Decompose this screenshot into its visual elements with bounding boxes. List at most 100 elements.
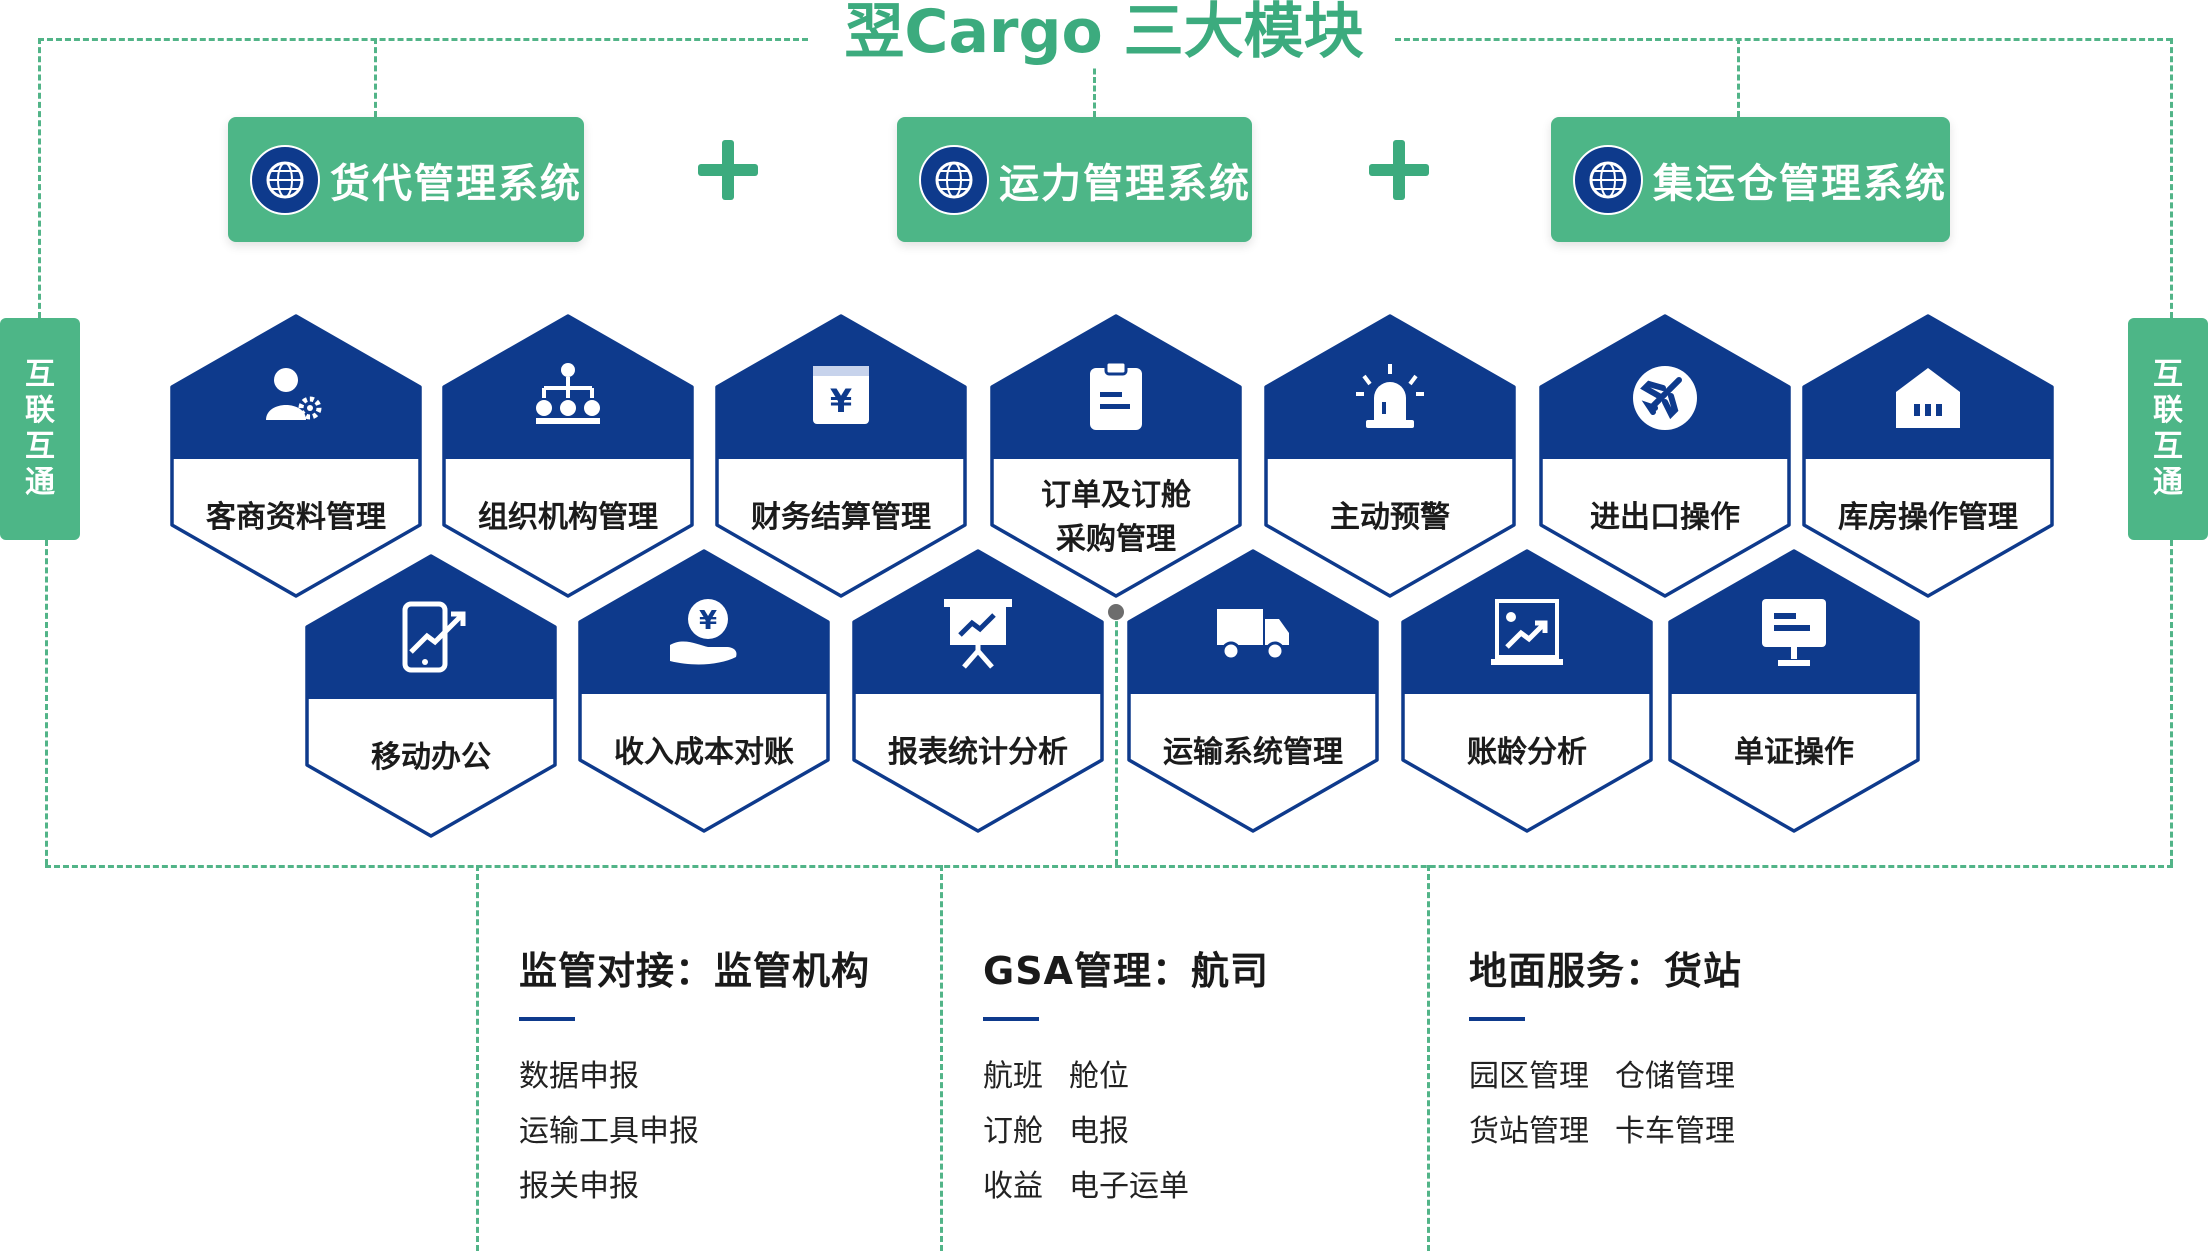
list-item-text: 电报	[1069, 1114, 1129, 1149]
hex-client-data[interactable]: 客商资料管理	[169, 313, 423, 599]
plus-icon	[698, 140, 758, 200]
title-underline	[983, 1017, 1039, 1021]
list-item: 运输工具申报	[519, 1104, 870, 1159]
frame-top-right	[1395, 38, 2172, 41]
hex-finance-settlement[interactable]: ¥ 财务结算管理	[714, 313, 968, 599]
module-label: 集运仓管理系统	[1653, 160, 1947, 207]
hex-label-line: 单证操作	[1734, 735, 1854, 770]
hex-label-line: 客商资料管理	[206, 500, 386, 535]
column-regulatory: 监管对接：监管机构 数据申报 运输工具申报 报关申报	[519, 940, 870, 1214]
title-underline	[519, 1017, 575, 1021]
center-divider	[1115, 612, 1118, 865]
column-gsa: GSA管理：航司 航班舱位 订舱电报 收益电子运单	[983, 940, 1269, 1214]
list-item: 报关申报	[519, 1159, 870, 1214]
list-item-text: 航班	[983, 1059, 1043, 1094]
yuan-box-icon: ¥	[813, 366, 869, 424]
hex-import-export[interactable]: 进出口操作	[1538, 313, 1792, 599]
list-item: 数据申报	[519, 1049, 870, 1104]
hex-document-ops[interactable]: 单证操作	[1667, 548, 1921, 834]
connector-module-3	[1737, 38, 1740, 117]
hex-label: 订单及订舱采购管理	[1009, 468, 1223, 568]
hex-revenue-cost[interactable]: ¥收入成本对账	[577, 548, 831, 834]
hexagon-frame	[170, 314, 422, 598]
hex-label: 移动办公	[324, 708, 538, 808]
hex-label: 客商资料管理	[189, 468, 403, 568]
side-tab-char: 互	[25, 429, 55, 464]
side-tab-char: 互	[25, 357, 55, 392]
list-item-text: 收益	[983, 1169, 1043, 1204]
module-freight-forwarding[interactable]: 货代管理系统	[228, 117, 584, 242]
list-item-text: 仓储管理	[1615, 1059, 1735, 1094]
side-tab-char: 通	[2153, 465, 2183, 500]
side-tab-char: 互	[2153, 357, 2183, 392]
hex-label-line: 采购管理	[1056, 522, 1176, 557]
frame-left-upper	[38, 38, 41, 318]
side-tab-char: 联	[25, 393, 55, 428]
warehouse-icon	[1896, 368, 1960, 428]
hex-label: 报表统计分析	[871, 703, 1085, 803]
hex-label-line: 账龄分析	[1467, 735, 1587, 770]
list-item: 园区管理仓储管理	[1469, 1049, 1742, 1104]
mobile-chart-icon	[402, 601, 466, 673]
hex-aging-analysis[interactable]: 账龄分析	[1400, 548, 1654, 834]
org-chart-icon	[536, 363, 600, 424]
column-divider-2	[940, 865, 943, 1251]
user-gear-icon	[266, 368, 322, 420]
hex-organization[interactable]: 组织机构管理	[441, 313, 695, 599]
list-item-text: 运输工具申报	[519, 1114, 699, 1149]
hex-label-line: 库房操作管理	[1838, 500, 2018, 535]
hex-label: 财务结算管理	[734, 468, 948, 568]
hex-label-line: 进出口操作	[1590, 500, 1740, 535]
hex-label-line: 订单及订舱	[1041, 478, 1191, 513]
hex-label: 库房操作管理	[1821, 468, 2035, 568]
hex-label: 组织机构管理	[461, 468, 675, 568]
hex-order-booking[interactable]: 订单及订舱采购管理	[989, 313, 1243, 599]
hex-label-line: 主动预警	[1330, 500, 1450, 535]
list-item-text: 园区管理	[1469, 1059, 1589, 1094]
svg-text:¥: ¥	[830, 382, 852, 420]
hex-report-analysis[interactable]: 报表统计分析	[851, 548, 1105, 834]
column-title: 监管对接：监管机构	[519, 949, 871, 993]
frame-top-left	[38, 38, 808, 41]
list-item-text: 卡车管理	[1615, 1114, 1735, 1149]
module-capacity[interactable]: 运力管理系统	[897, 117, 1252, 242]
hex-label-line: 组织机构管理	[478, 500, 658, 535]
truck-icon	[1217, 609, 1289, 661]
side-tab-char: 联	[2153, 393, 2183, 428]
hex-transport-system[interactable]: 运输系统管理	[1126, 548, 1380, 834]
side-tab-char: 互	[2153, 429, 2183, 464]
center-dot	[1108, 604, 1124, 620]
connector-module-1	[374, 38, 377, 117]
list-item-text: 数据申报	[519, 1059, 639, 1094]
hexagon-frame	[1401, 549, 1653, 833]
module-label: 货代管理系统	[330, 160, 582, 207]
list-item: 收益电子运单	[983, 1159, 1269, 1214]
hex-label: 收入成本对账	[597, 703, 811, 803]
hex-label-line: 报表统计分析	[888, 735, 1068, 770]
side-tab-left: 互 联 互 通	[0, 318, 80, 540]
hex-warehouse-ops[interactable]: 库房操作管理	[1801, 313, 2055, 599]
hex-label-line: 移动办公	[371, 740, 491, 775]
hexagon-frame	[990, 314, 1242, 598]
monitor-document-icon	[1762, 599, 1826, 666]
hex-active-alert[interactable]: 主动预警	[1263, 313, 1517, 599]
column-divider-1	[476, 865, 479, 1251]
hex-label: 进出口操作	[1558, 468, 1772, 568]
column-title: 地面服务：货站	[1469, 949, 1743, 993]
plus-icon	[1369, 140, 1429, 200]
hexagon-frame	[852, 549, 1104, 833]
module-consolidation-warehouse[interactable]: 集运仓管理系统	[1551, 117, 1950, 242]
side-tab-char: 通	[25, 465, 55, 500]
list-item-text: 订舱	[983, 1114, 1043, 1149]
connector-module-2	[1093, 60, 1096, 117]
hex-mobile-office[interactable]: 移动办公	[304, 553, 558, 839]
hexagon-frame	[305, 554, 557, 838]
frame-left-lower	[45, 540, 48, 865]
list-item-text: 舱位	[1069, 1059, 1129, 1094]
hex-label: 账龄分析	[1420, 703, 1634, 803]
side-tab-right: 互 联 互 通	[2128, 318, 2208, 540]
aging-report-icon	[1491, 599, 1563, 665]
presentation-icon	[944, 599, 1012, 669]
list-item: 航班舱位	[983, 1049, 1269, 1104]
frame-bottom	[45, 865, 2173, 868]
